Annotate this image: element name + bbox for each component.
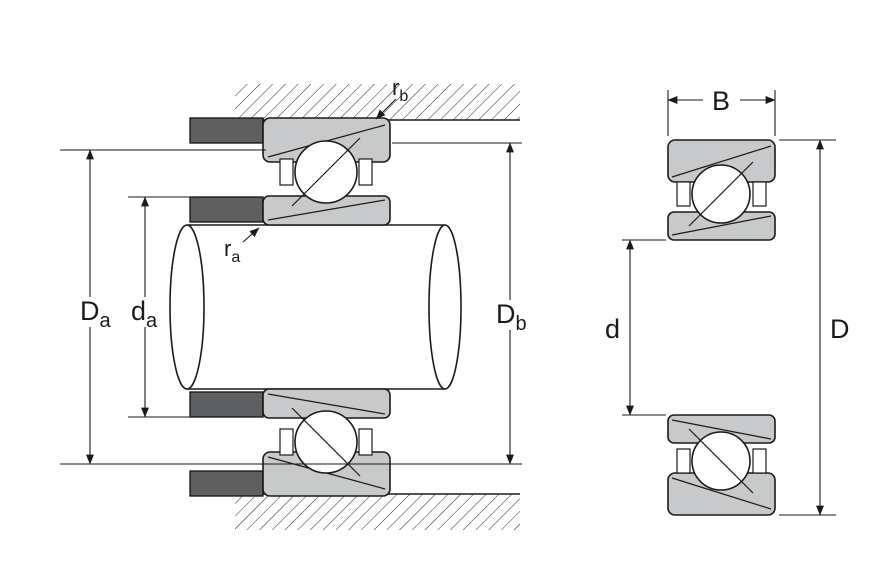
label-Da: Da — [80, 296, 112, 332]
spacer-block-bottom-outer — [189, 470, 264, 497]
inner-ring-shoulder-line — [267, 199, 386, 221]
spacer-block-bottom-inner — [189, 391, 264, 418]
cage-left — [279, 428, 294, 456]
leader-line-rb — [375, 98, 397, 120]
cage-right — [358, 158, 373, 186]
label-ra: ra — [224, 236, 240, 266]
cage-right — [752, 181, 767, 207]
inner-ring-shoulder-line — [671, 215, 772, 236]
bearing-section-bottom — [667, 414, 776, 516]
standalone-bearing-view: B D d — [605, 85, 850, 516]
spacer-block-top-inner — [189, 196, 264, 223]
contact-angle-line — [688, 428, 754, 494]
shaft-step-ellipse — [428, 224, 462, 390]
cage-right — [752, 448, 767, 474]
label-Db: Db — [496, 299, 527, 335]
housing-hatch-top — [235, 84, 520, 120]
label-bg-B — [703, 85, 740, 114]
label-B: B — [712, 86, 730, 116]
label-d: d — [605, 314, 620, 344]
spacer-block-top-outer — [189, 117, 264, 144]
bearing-section-bottom — [262, 388, 391, 497]
leader-line-ra — [242, 227, 260, 243]
contact-angle-line — [291, 407, 361, 477]
contact-angle-line — [688, 161, 754, 227]
cage-left — [676, 181, 691, 207]
shaft — [169, 224, 462, 390]
shaft-end-ellipse — [169, 224, 205, 390]
label-bg-Da — [72, 297, 118, 327]
inner-ring-shoulder-line — [671, 419, 772, 440]
bearing-section-top — [262, 117, 391, 226]
outer-ring-shoulder-line — [671, 145, 772, 178]
label-bg-da — [124, 297, 166, 327]
bearing-section-top — [667, 139, 776, 241]
label-D: D — [830, 314, 850, 344]
contact-angle-line — [291, 137, 361, 207]
assembly-view: Da da Db ra rb — [60, 75, 534, 530]
housing-hatch-bottom — [235, 494, 520, 530]
inner-ring-shoulder-line — [267, 393, 386, 415]
cage-left — [676, 448, 691, 474]
cage-right — [358, 428, 373, 456]
label-bg-Db — [490, 300, 534, 330]
cage-left — [279, 158, 294, 186]
label-da: da — [131, 296, 158, 332]
label-rb: rb — [392, 75, 408, 105]
outer-ring-shoulder-line — [671, 477, 772, 510]
